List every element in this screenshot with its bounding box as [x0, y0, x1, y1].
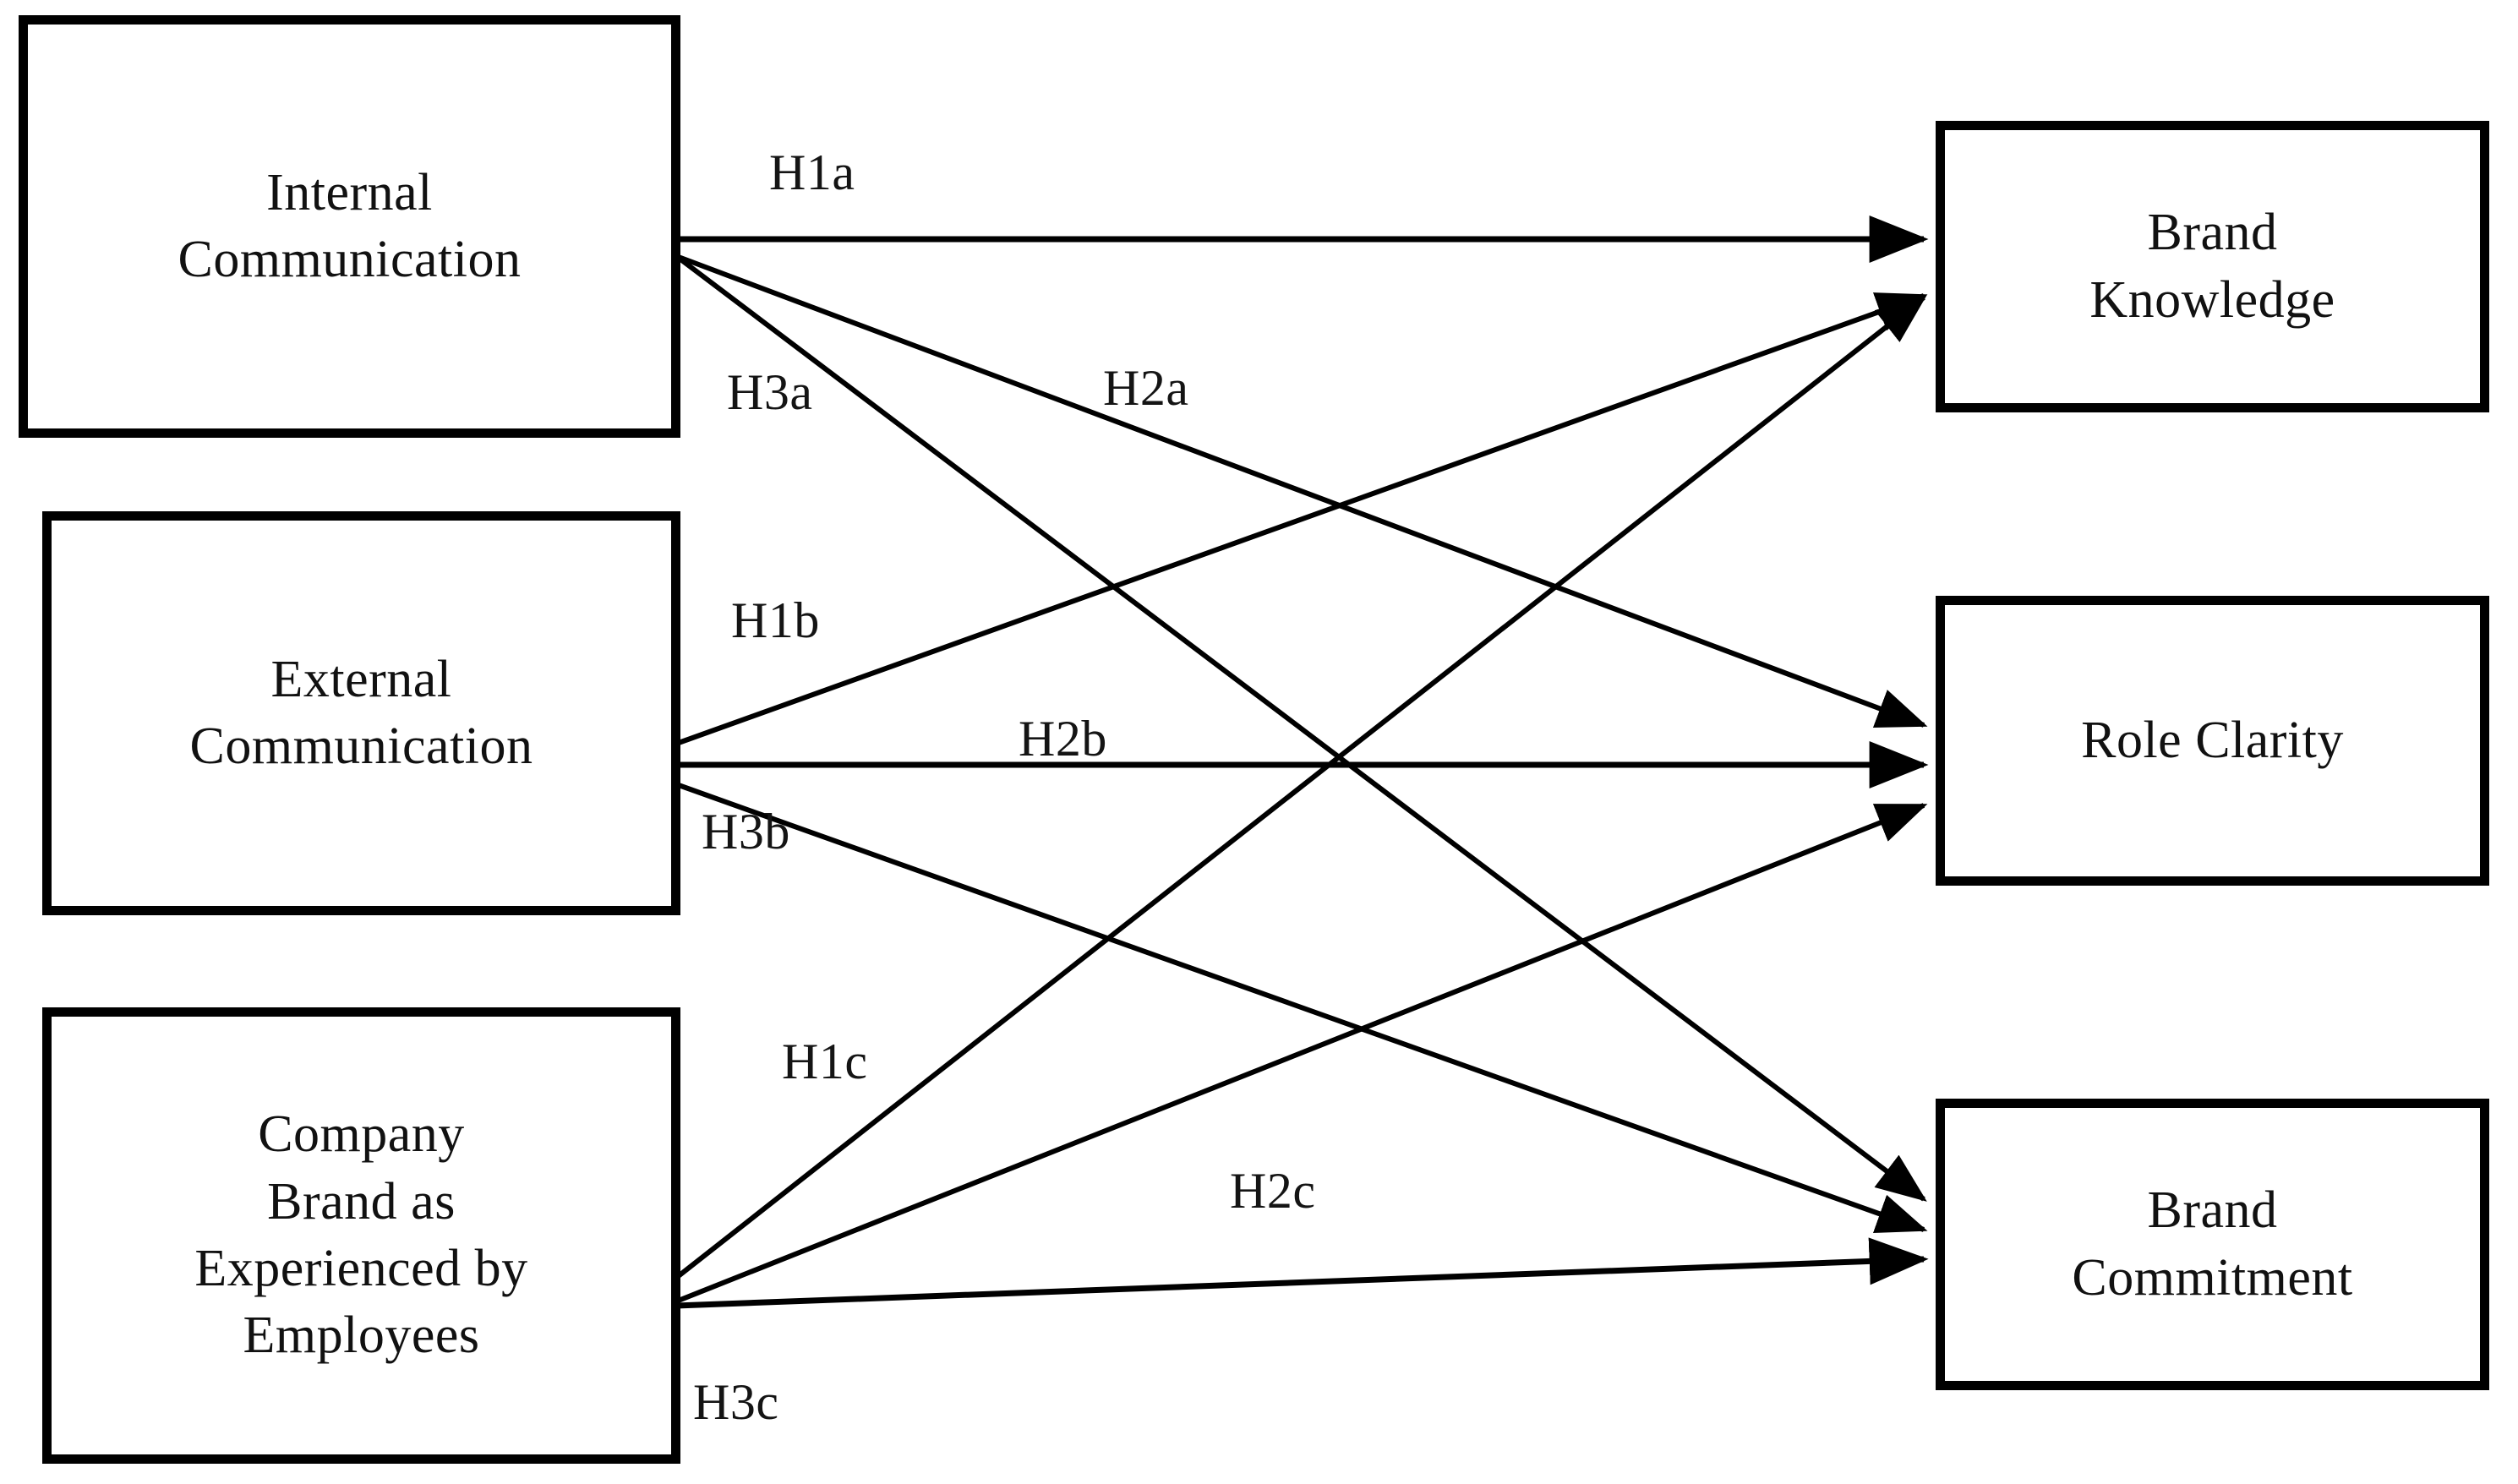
node-label-line: Role Clarity: [2081, 711, 2344, 769]
node-external-communication[interactable]: External Communication: [42, 511, 680, 915]
edge-label-h1b: H1b: [731, 592, 820, 648]
edge-h3a: [675, 254, 1927, 1202]
edge-h3c: [675, 1237, 1929, 1309]
edge-h1b: [675, 292, 1928, 746]
edge-label-h3c: H3c: [693, 1374, 779, 1430]
edge-h3b: [675, 782, 1928, 1234]
node-label-line: Brand as: [267, 1172, 456, 1230]
node-label-line: Experienced by: [194, 1240, 528, 1297]
edge-label-h3b: H3b: [702, 804, 790, 859]
node-role-clarity[interactable]: Role Clarity: [1936, 596, 2489, 886]
node-brand-knowledge[interactable]: Brand Knowledge: [1936, 121, 2489, 412]
node-label-line: Employees: [243, 1307, 480, 1365]
edge-label-h1a: H1a: [769, 145, 855, 200]
node-brand-commitment[interactable]: Brand Commitment: [1936, 1099, 2489, 1390]
node-internal-communication[interactable]: Internal Communication: [19, 15, 680, 438]
edge-label-h2c: H2c: [1230, 1163, 1316, 1219]
edge-label-h2b: H2b: [1019, 711, 1107, 767]
node-label-line: Knowledge: [2089, 270, 2335, 329]
node-company-brand-experienced[interactable]: Company Brand as Experienced by Employee…: [42, 1007, 680, 1464]
node-label-line: Internal: [266, 163, 433, 221]
node-label-line: Communication: [178, 231, 522, 288]
node-label-line: Company: [258, 1105, 465, 1164]
edge-h1c: [675, 295, 1927, 1280]
edge-label-h3a: H3a: [727, 364, 813, 420]
node-label-line: Commitment: [2072, 1248, 2353, 1307]
edge-label-h2a: H2a: [1103, 360, 1189, 416]
edge-label-h1c: H1c: [782, 1034, 868, 1089]
node-label-line: Brand: [2147, 1181, 2278, 1240]
node-label-line: Communication: [189, 717, 533, 775]
node-label-line: External: [270, 650, 452, 708]
node-label-line: Brand: [2147, 204, 2278, 262]
edge-h2a: [675, 254, 1928, 728]
edge-h2c: [675, 803, 1928, 1304]
